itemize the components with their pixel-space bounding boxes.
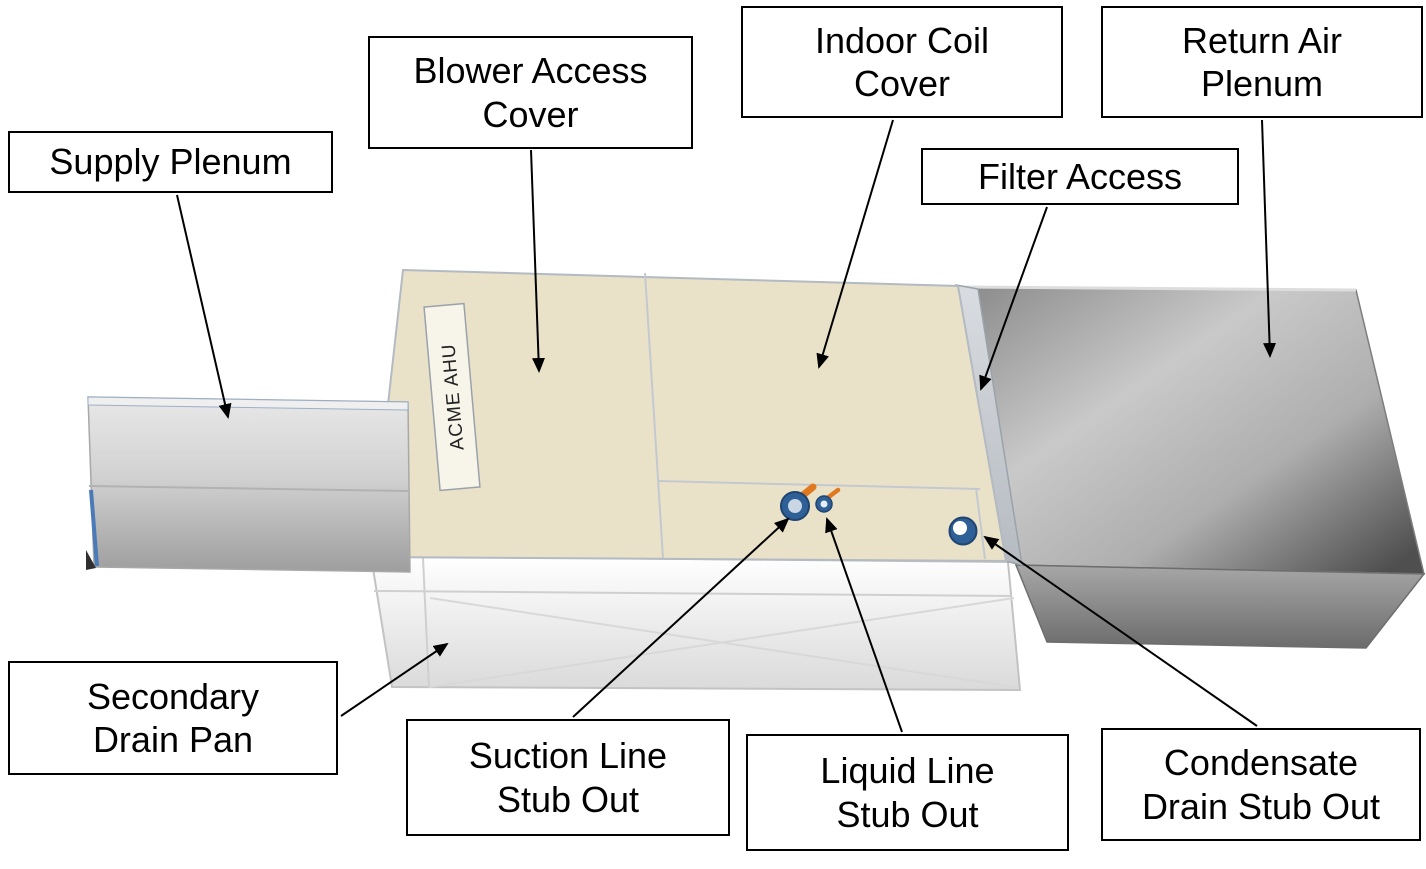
- coil-lower-panel-seam: [657, 480, 981, 490]
- suction-line-fitting: [780, 483, 817, 521]
- label-filter-access: Filter Access: [921, 148, 1239, 205]
- arrow-filter-access: [979, 206, 1048, 391]
- arrow-blower-access-cover: [530, 149, 546, 373]
- label-suction-line-stub-out: Suction Line Stub Out: [406, 719, 730, 836]
- arrow-supply-plenum: [176, 194, 232, 419]
- supply-plenum-blue-edge: [89, 489, 99, 567]
- arrow-return-air-plenum: [1261, 119, 1277, 358]
- arrow-condensate-drain-stub-out: [983, 535, 1258, 727]
- label-blower-access-cover: Blower Access Cover: [368, 36, 693, 149]
- unit-nameplate: ACME AHU: [423, 302, 481, 492]
- label-liquid-line-stub-out: Liquid Line Stub Out: [746, 734, 1069, 851]
- liquid-line-fitting: [815, 487, 841, 513]
- supply-plenum-shape: [86, 396, 411, 573]
- label-secondary-drain-pan: Secondary Drain Pan: [8, 661, 338, 775]
- arrow-secondary-drain-pan: [340, 642, 449, 717]
- label-supply-plenum: Supply Plenum: [8, 131, 333, 193]
- condensate-drain-fitting: [948, 516, 978, 546]
- arrow-suction-line-stub-out: [572, 517, 790, 718]
- arrow-liquid-line-stub-out: [825, 517, 903, 733]
- arrow-indoor-coil-cover: [816, 119, 894, 369]
- secondary-drain-pan-shape: [369, 554, 1022, 692]
- blower-coil-seam: [644, 272, 664, 559]
- label-indoor-coil-cover: Indoor Coil Cover: [741, 6, 1063, 118]
- label-condensate-drain-stub-out: Condensate Drain Stub Out: [1101, 728, 1421, 841]
- return-air-plenum-shape: [962, 285, 1426, 649]
- label-return-air-plenum: Return Air Plenum: [1101, 6, 1423, 118]
